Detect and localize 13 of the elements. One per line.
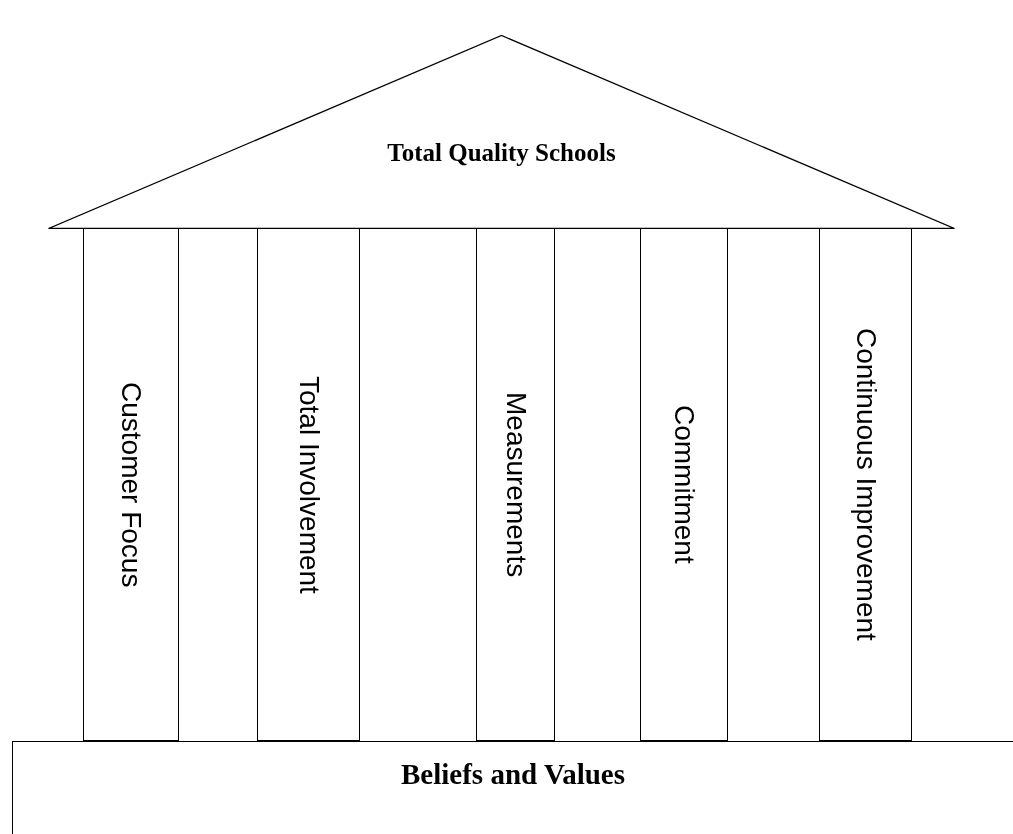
pillar-label: Commitment: [670, 405, 698, 564]
pillar: [819, 228, 912, 741]
pillar-label: Measurements: [501, 391, 530, 578]
roof-title: Total Quality Schools: [387, 138, 616, 168]
base-label: Beliefs and Values: [401, 757, 625, 792]
pillar: [83, 228, 179, 741]
foundation-base: [12, 741, 1013, 834]
pillar: [476, 228, 555, 741]
pillar-label: Total Involvement: [294, 375, 323, 594]
pillar: [257, 228, 360, 741]
pillar-label: Continuous Improvement: [851, 328, 880, 641]
pillar: [640, 228, 728, 741]
pillar-label: Customer Focus: [117, 381, 145, 588]
